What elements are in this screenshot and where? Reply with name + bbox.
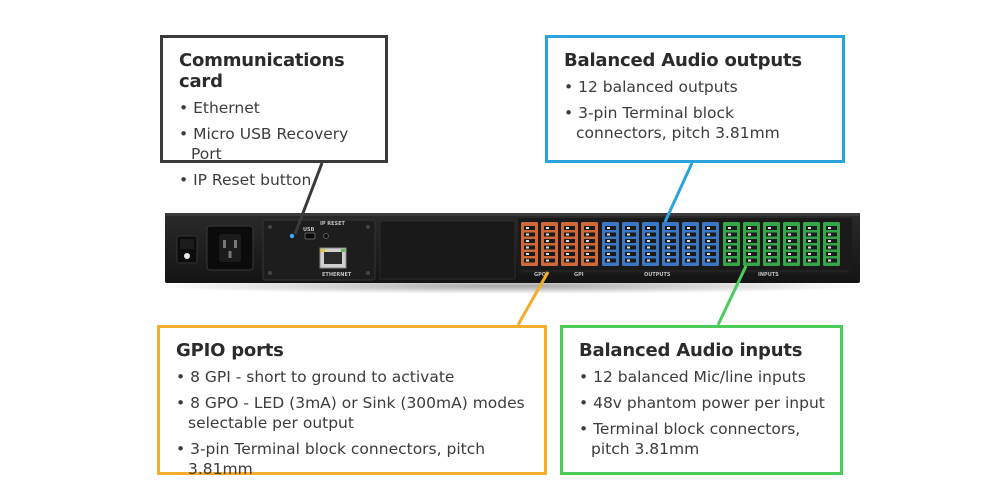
gpio-connector	[581, 222, 598, 266]
balanced-inputs-callout: Balanced Audio inputs 12 balanced Mic/li…	[560, 325, 843, 475]
outputs-leader-line	[663, 162, 694, 223]
inputs-leader-line	[716, 265, 748, 326]
input-connector	[803, 222, 820, 266]
outputs-label: OUTPUTS	[644, 272, 671, 278]
communications-card-title: Communications card	[179, 50, 345, 92]
input-connector	[823, 222, 840, 266]
usb-label: USB	[303, 227, 315, 233]
input-connector	[763, 222, 780, 266]
gpio-ports-list: 8 GPI - short to ground to activate 8 GP…	[176, 367, 530, 479]
input-connector	[783, 222, 800, 266]
output-connector	[602, 222, 619, 266]
output-connector	[682, 222, 699, 266]
input-connector	[743, 222, 760, 266]
blank-panel	[379, 220, 516, 280]
list-item: 3-pin Terminal block connectors, pitch 3…	[564, 103, 828, 143]
balanced-outputs-list: 12 balanced outputs 3-pin Terminal block…	[564, 77, 828, 143]
ip-reset-button	[323, 233, 329, 239]
output-connector	[662, 222, 679, 266]
balanced-outputs-callout: Balanced Audio outputs 12 balanced outpu…	[545, 35, 845, 163]
gpio-connector	[541, 222, 558, 266]
list-item: Micro USB Recovery Port	[179, 124, 371, 164]
gpio-ports-title: GPIO ports	[176, 340, 284, 361]
list-item: Ethernet	[179, 98, 371, 118]
list-item: Terminal block connectors, pitch 3.81mm	[579, 419, 826, 459]
balanced-inputs-list: 12 balanced Mic/line inputs 48v phantom …	[579, 367, 826, 459]
gpio-ports-callout: GPIO ports 8 GPI - short to ground to ac…	[157, 325, 547, 478]
output-connector	[622, 222, 639, 266]
communications-card	[262, 219, 376, 281]
gpo-label: GPO	[534, 272, 546, 278]
list-item: 8 GPI - short to ground to activate	[176, 367, 530, 387]
list-item: 8 GPO - LED (3mA) or Sink (300mA) modes …	[176, 393, 530, 433]
balanced-outputs-title: Balanced Audio outputs	[564, 50, 802, 71]
micro-usb-port	[304, 232, 316, 240]
ethernet-label: ETHERNET	[322, 272, 352, 278]
list-item: 3-pin Terminal block connectors, pitch 3…	[176, 439, 530, 479]
output-connector	[642, 222, 659, 266]
list-item: 48v phantom power per input	[579, 393, 826, 413]
gpio-connector	[561, 222, 578, 266]
gpi-label: GPI	[574, 272, 584, 278]
status-led	[289, 233, 295, 239]
list-item: 12 balanced outputs	[564, 77, 828, 97]
gpio-leader-line	[516, 271, 550, 326]
terminal-block-connectors	[521, 222, 840, 266]
output-connector	[702, 222, 719, 266]
communications-card-callout: Communications card Ethernet Micro USB R…	[160, 35, 388, 189]
inputs-label: INPUTS	[758, 272, 779, 278]
ip-reset-label: IP RESET	[320, 221, 346, 227]
balanced-inputs-title: Balanced Audio inputs	[579, 340, 803, 361]
gpio-connector	[521, 222, 538, 266]
input-connector	[723, 222, 740, 266]
list-item: 12 balanced Mic/line inputs	[579, 367, 826, 387]
list-item: IP Reset button	[179, 170, 371, 190]
communications-card-list: Ethernet Micro USB Recovery Port IP Rese…	[179, 98, 371, 190]
